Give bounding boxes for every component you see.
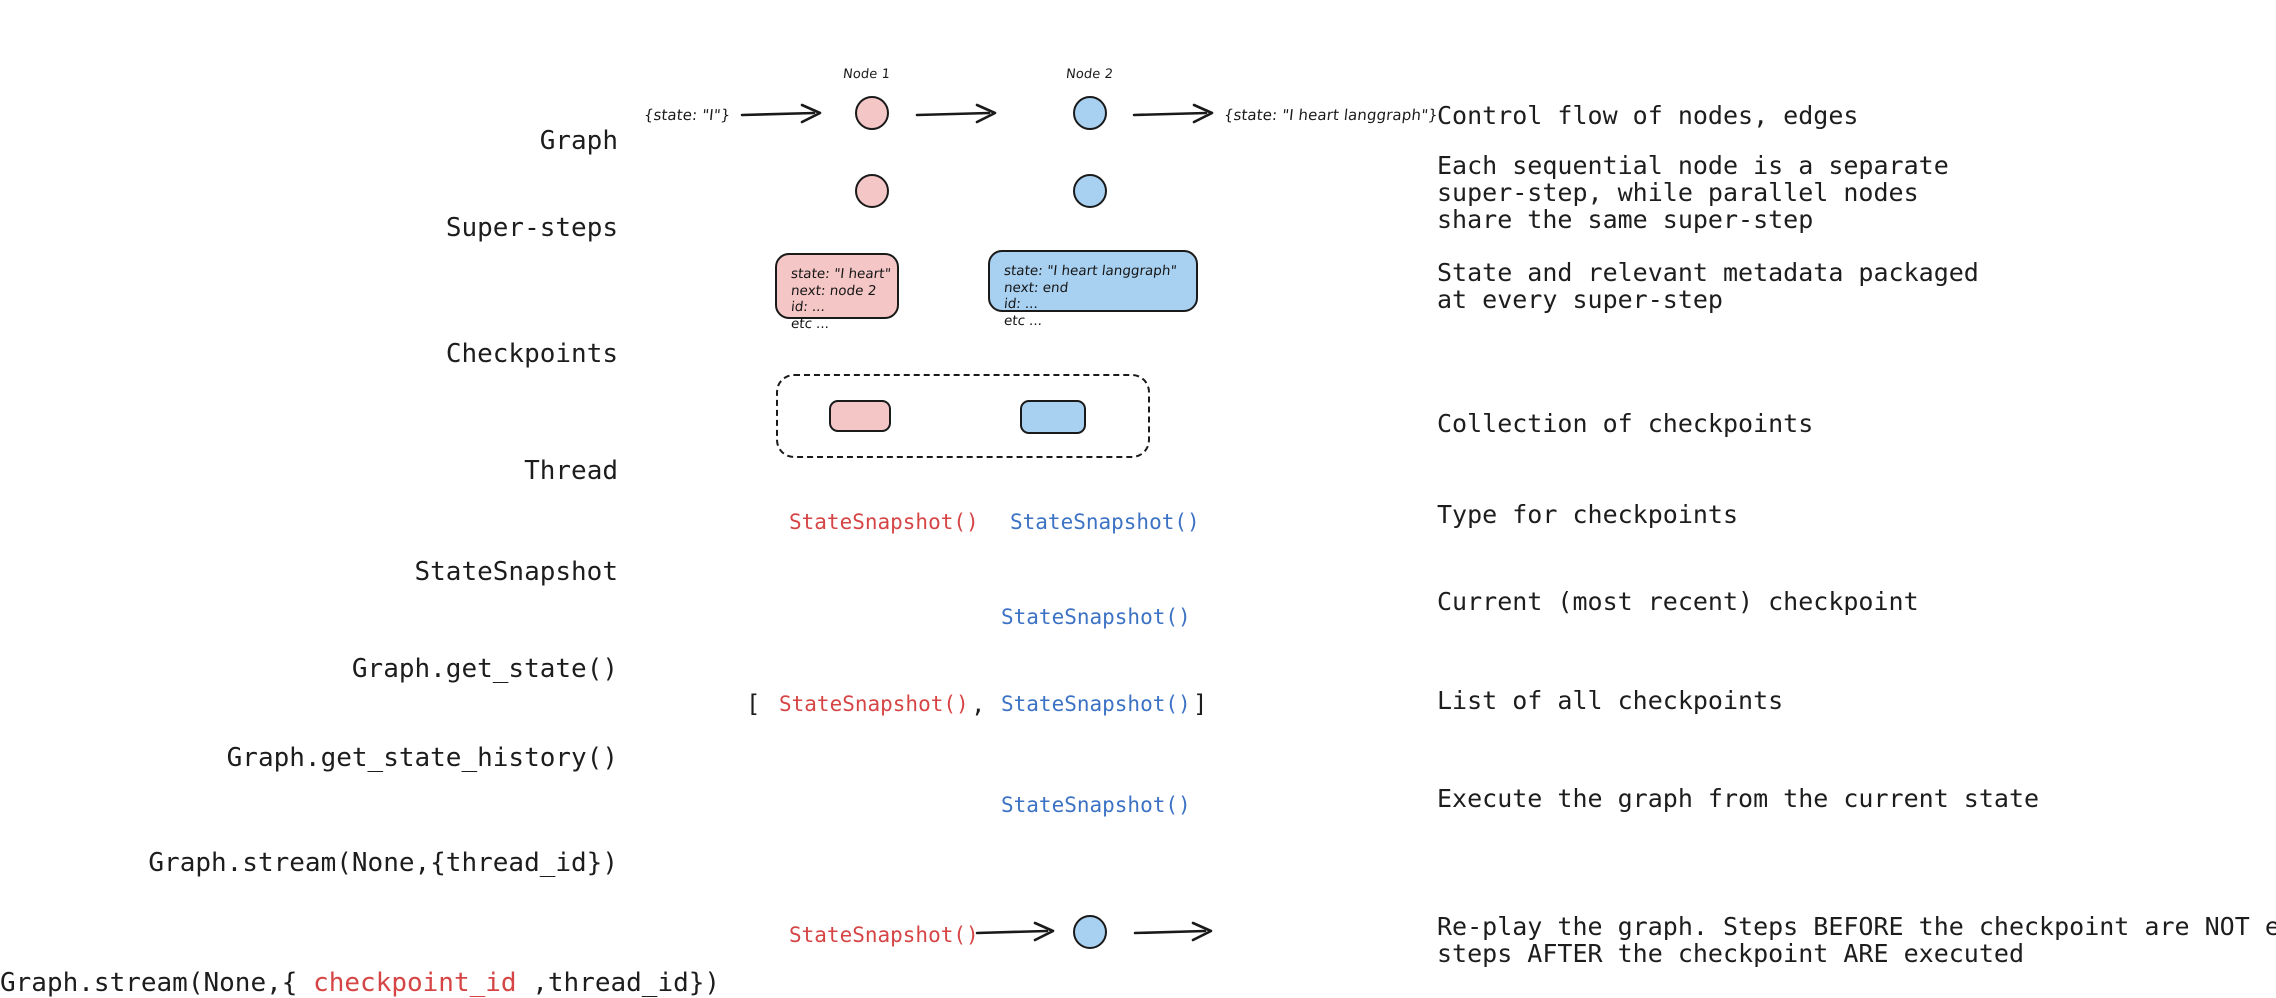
description-checkpoints: State and relevant metadata packaged at … bbox=[1437, 258, 1979, 314]
row-label-checkpoints: Checkpoints bbox=[445, 339, 618, 369]
thread-checkpoint-chip-blue bbox=[1020, 400, 1086, 434]
graph-arrow-2 bbox=[915, 103, 997, 124]
graph-arrow-1 bbox=[740, 103, 822, 124]
checkpoint-pink-line-1: state: "I heart" bbox=[790, 266, 892, 282]
get-state-snapshot-token: StateSnapshot() bbox=[1001, 605, 1191, 629]
checkpoint-id-token: checkpoint_id bbox=[313, 968, 517, 998]
graph-arrow-3 bbox=[1132, 103, 1214, 124]
row-label-get-state-history: Graph.get_state_history() bbox=[226, 743, 618, 773]
row-label-stream-checkpoint: Graph.stream(None,{ checkpoint_id ,threa… bbox=[0, 968, 720, 998]
description-replay: Re-play the graph. Steps BEFORE the chec… bbox=[1437, 912, 2276, 968]
replay-node-circle bbox=[1073, 915, 1107, 949]
super-step-node-1-circle bbox=[855, 174, 889, 208]
description-super-steps: Each sequential node is a separate super… bbox=[1437, 151, 1949, 234]
thread-container bbox=[776, 374, 1150, 458]
history-open-bracket: [ bbox=[746, 690, 761, 718]
description-get-state: Current (most recent) checkpoint bbox=[1437, 587, 1919, 616]
row-label-stream-thread: Graph.stream(None,{thread_id}) bbox=[148, 848, 618, 878]
graph-input-state-label: {state: "I"} bbox=[643, 106, 732, 124]
row-label-thread: Thread bbox=[524, 456, 618, 486]
replay-snapshot-token: StateSnapshot() bbox=[789, 923, 979, 947]
stream-suffix-text: ,thread_id}) bbox=[516, 968, 721, 998]
description-graph: Control flow of nodes, edges bbox=[1437, 101, 1859, 130]
graph-node-2-circle bbox=[1073, 96, 1107, 130]
description-thread: Collection of checkpoints bbox=[1437, 409, 1814, 438]
stream-snapshot-token: StateSnapshot() bbox=[1001, 793, 1191, 817]
checkpoint-blue-line-3: id: ... bbox=[1003, 296, 1039, 312]
graph-node-1-circle bbox=[855, 96, 889, 130]
super-step-node-2-circle bbox=[1073, 174, 1107, 208]
replay-arrow-1 bbox=[975, 921, 1055, 942]
checkpoint-blue-line-2: next: end bbox=[1003, 279, 1070, 296]
history-separator-comma: , bbox=[971, 690, 986, 718]
row-label-graph: Graph bbox=[539, 126, 618, 156]
description-statesnapshot: Type for checkpoints bbox=[1437, 500, 1739, 529]
checkpoint-card-pink: state: "I heart" next: node 2 id: ... et… bbox=[775, 253, 899, 332]
checkpoint-card-blue: state: "I heart langgraph" next: end id:… bbox=[988, 250, 1198, 329]
checkpoint-blue-line-4: etc ... bbox=[1003, 312, 1044, 329]
description-stream-thread: Execute the graph from the current state bbox=[1437, 784, 2040, 813]
history-snapshot-token-red: StateSnapshot() bbox=[779, 692, 969, 716]
thread-checkpoint-chip-pink bbox=[829, 400, 891, 432]
checkpoint-pink-line-2: next: node 2 bbox=[790, 282, 878, 299]
statesnapshot-token-blue-type: StateSnapshot() bbox=[1010, 510, 1200, 534]
row-label-super-steps: Super-steps bbox=[445, 213, 618, 243]
checkpoint-blue-line-1: state: "I heart langgraph" bbox=[1003, 263, 1178, 279]
checkpoint-pink-line-4: etc ... bbox=[790, 315, 831, 332]
history-close-bracket: ] bbox=[1193, 690, 1208, 718]
statesnapshot-token-red-type: StateSnapshot() bbox=[789, 510, 979, 534]
replay-arrow-2 bbox=[1133, 921, 1213, 942]
history-snapshot-token-blue: StateSnapshot() bbox=[1001, 692, 1191, 716]
stream-prefix-text: Graph.stream(None,{ bbox=[0, 968, 314, 998]
description-get-state-history: List of all checkpoints bbox=[1437, 686, 1784, 715]
node-2-label: Node 2 bbox=[1065, 67, 1114, 82]
row-label-statesnapshot: StateSnapshot bbox=[414, 557, 619, 587]
checkpoint-pink-line-3: id: ... bbox=[790, 299, 826, 315]
node-1-label: Node 1 bbox=[842, 67, 891, 82]
row-label-get-state: Graph.get_state() bbox=[351, 654, 618, 684]
graph-output-state-label: {state: "I heart langgraph"} bbox=[1223, 106, 1439, 124]
